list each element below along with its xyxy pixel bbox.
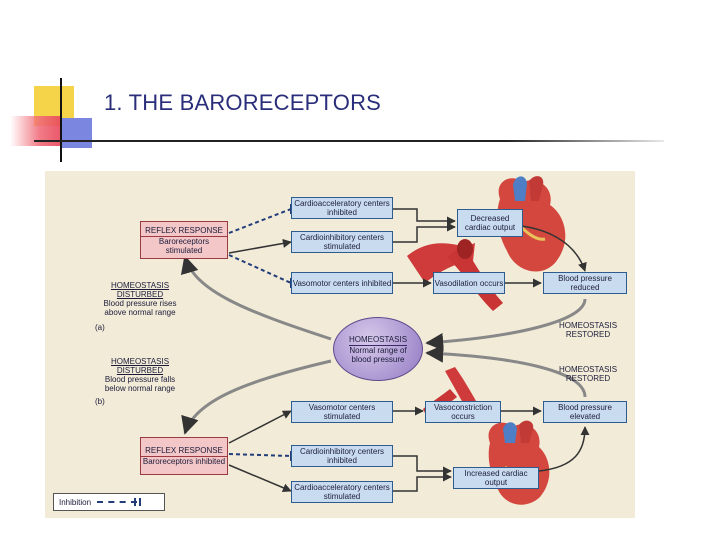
inhibition-dash-icon — [97, 498, 142, 506]
disturbed-top-label: HOMEOSTASIS DISTURBED Blood pressure ris… — [95, 281, 185, 332]
disturbed-bottom-label: HOMEOSTASIS DISTURBED Blood pressure fal… — [95, 357, 185, 406]
cardioinhib-stimulated-box: Cardioinhibitory centers stimulated — [291, 231, 393, 253]
homeostasis-circle: HOMEOSTASIS Normal range of blood pressu… — [333, 317, 423, 381]
heart-bottom-illustration — [488, 420, 550, 505]
legend-label: Inhibition — [59, 497, 92, 507]
decor-vertical-line — [60, 78, 62, 162]
vasomotor-inhibited-box: Vasomotor centers inhibited — [291, 272, 393, 294]
cardioaccel-inhibited-box: Cardioacceleratory centers inhibited — [291, 197, 393, 219]
vasodilation-box: Vasodilation occurs — [433, 272, 505, 294]
panel-a-label: (a) — [95, 323, 105, 332]
slide-title: 1. THE BARORECEPTORS — [104, 90, 382, 115]
reflex-response-top: REFLEX RESPONSE Baroreceptors stimulated — [140, 221, 228, 259]
panel-b-label: (b) — [95, 397, 105, 406]
decreased-output-box: Decreased cardiac output — [457, 209, 523, 237]
cardioinhib-inhibited-box: Cardioinhibitory centers inhibited — [291, 445, 393, 467]
disturbed-top-title: HOMEOSTASIS DISTURBED — [110, 281, 170, 299]
restored-bottom-label: HOMEOSTASIS RESTORED — [558, 365, 618, 383]
reflex-top-title: REFLEX RESPONSE — [141, 226, 227, 237]
restored-top-label: HOMEOSTASIS RESTORED — [558, 321, 618, 339]
homeostasis-sub: Normal range of blood pressure — [349, 345, 407, 364]
cardioaccel-stimulated-box: Cardioacceleratory centers stimulated — [291, 481, 393, 503]
bp-elevated-box: Blood pressure elevated — [543, 401, 627, 423]
disturbed-bottom-title: HOMEOSTASIS DISTURBED — [110, 357, 170, 375]
reflex-bottom-title: REFLEX RESPONSE — [141, 446, 227, 457]
vasoconstriction-box: Vasoconstriction occurs — [425, 401, 501, 423]
decor-blue-square — [62, 118, 92, 148]
reflex-response-bottom: REFLEX RESPONSE Baroreceptors inhibited — [140, 437, 228, 475]
baroreceptor-diagram: REFLEX RESPONSE Baroreceptors stimulated… — [45, 171, 635, 518]
bp-reduced-box: Blood pressure reduced — [543, 272, 627, 294]
disturbed-bottom-sub: Blood pressure falls below normal range — [104, 375, 176, 393]
reflex-bottom-sub: Baroreceptors inhibited — [142, 457, 226, 466]
title-underline — [34, 140, 664, 142]
homeostasis-title: HOMEOSTASIS — [348, 334, 408, 346]
increased-output-box: Increased cardiac output — [453, 467, 539, 489]
disturbed-top-sub: Blood pressure rises above normal range — [103, 299, 177, 317]
legend: Inhibition — [53, 493, 165, 511]
vasomotor-stimulated-box: Vasomotor centers stimulated — [291, 401, 393, 423]
reflex-top-sub: Baroreceptors stimulated — [158, 236, 210, 255]
